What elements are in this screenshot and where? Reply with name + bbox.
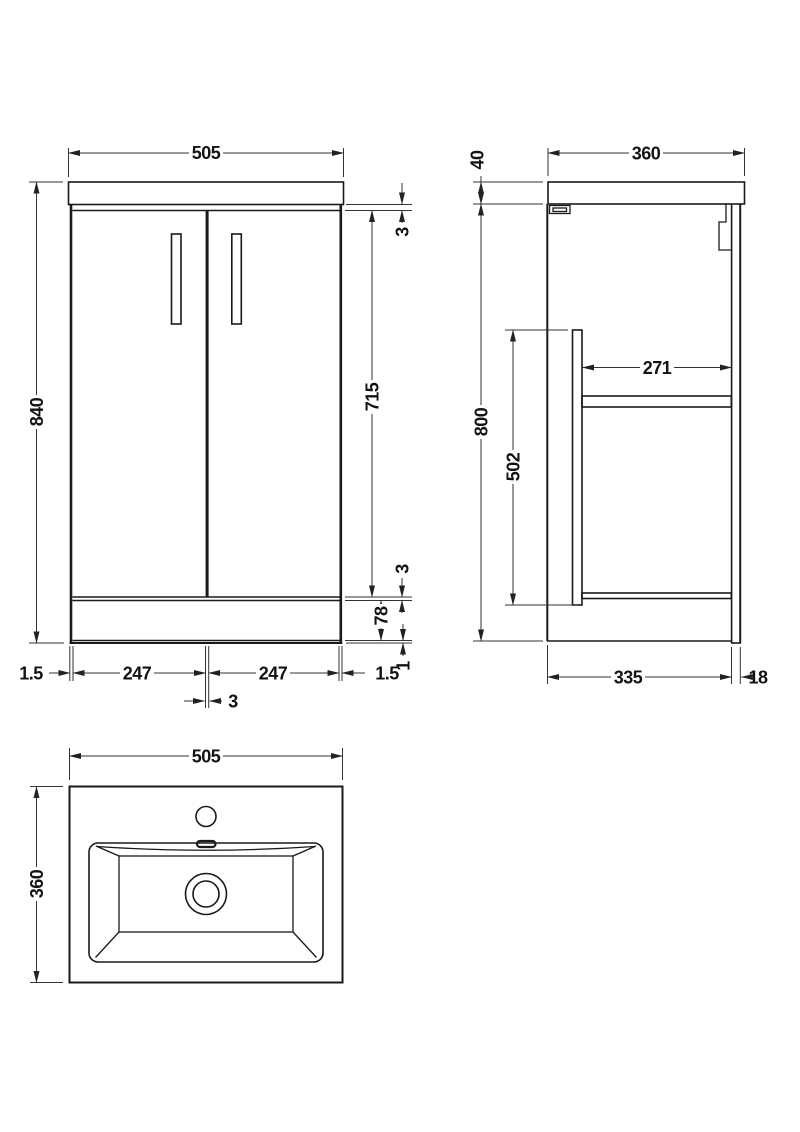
plan-view: 505 360 [27,746,344,984]
dim-label-door-right-width: 247 [259,663,288,683]
side-extension-lines [473,148,745,684]
side-interior-panel [571,329,583,606]
front-right-door-handle [231,233,243,325]
dim-label-door-thickness: 18 [748,667,768,687]
dim-label-depth: 360 [632,143,661,163]
label-background [189,748,223,764]
basin-back-curve [96,845,316,851]
front-view: 505 840 3 715 3 78 1 1.5 247 247 1.5 3 [19,143,413,711]
dim-label-shelf-depth: 271 [643,358,672,378]
label-background [364,380,380,414]
dim-label-counter-thickness: 40 [467,150,487,170]
dim-label-carcase-depth: 335 [614,667,643,687]
label-background [640,360,674,375]
drain-outer [184,872,228,916]
basin-rim [88,842,324,963]
dim-label-plan-width: 505 [192,746,221,766]
tap-hole [195,805,217,828]
label-background [629,145,663,161]
label-background [189,145,223,161]
label-background [505,450,521,484]
side-countertop [547,181,746,205]
dim-label-side-panel-right: 1.5 [375,663,399,683]
label-background [29,867,44,901]
wall-bracket-slot [552,207,568,213]
basin-corner-line [292,931,317,958]
basin-floor [118,855,294,933]
dim-label-counter-door-gap: 3 [392,227,412,237]
dim-label-door-left-width: 247 [123,663,152,683]
label-background [373,604,389,628]
dim-label-side-panel-left: 1.5 [19,663,43,683]
plan-extension-lines [30,748,343,983]
dim-label-door-plinth-gap: 3 [392,564,412,574]
dim-label-front-height: 840 [27,397,47,426]
side-view: 360 40 800 502 271 335 18 [467,143,768,687]
basin-corner-line [292,845,317,857]
basin-corner-line [95,845,120,857]
front-dimension-lines [33,150,406,704]
wall-bracket [548,204,571,215]
dim-label-door-height: 715 [362,382,382,411]
side-shelf [581,395,733,408]
front-countertop [67,181,345,206]
dim-label-plinth-height: 78 [371,606,391,626]
label-background [473,405,489,439]
label-background [120,665,154,681]
overflow-slot [195,839,217,849]
drain-inner [192,880,220,908]
side-bottom-panel [581,592,733,600]
label-background [29,395,44,429]
dim-label-plan-depth: 360 [27,869,47,898]
basin-corner-line [95,931,120,958]
label-background [256,665,290,681]
dim-label-base-gap: 1 [393,661,413,671]
plan-dimension-lines [33,753,343,983]
dim-label-front-width: 505 [192,143,221,163]
front-extension-lines [29,148,412,708]
front-left-door-handle [170,233,182,325]
door-hinge-detail [718,204,732,251]
dim-label-interior-height: 502 [503,452,523,481]
dim-label-door-gap: 3 [228,691,238,711]
dim-label-carcase-height: 800 [471,407,491,436]
label-background [611,669,645,685]
plan-countertop [68,785,344,984]
